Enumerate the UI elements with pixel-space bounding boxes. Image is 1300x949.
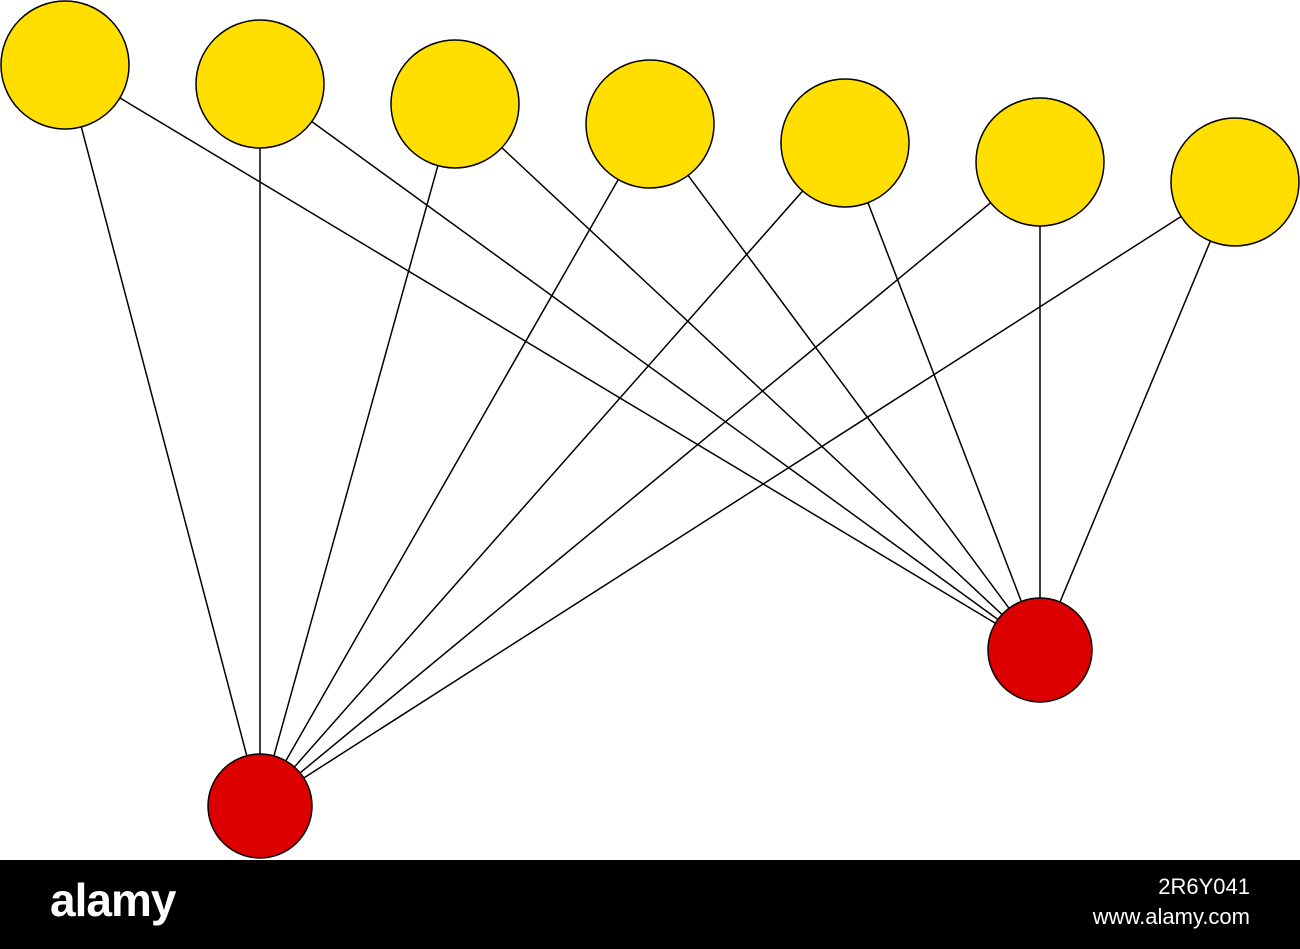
image-url: www.alamy.com xyxy=(1092,904,1250,929)
nodes xyxy=(0,0,1300,859)
edge-t7-b1 xyxy=(259,181,1236,807)
top-node-t5 xyxy=(780,78,910,208)
top-node-t3 xyxy=(390,39,520,169)
bottom-node-b1 xyxy=(207,753,313,859)
bottom-node-b2 xyxy=(987,597,1093,703)
top-node-t7 xyxy=(1170,117,1300,247)
edge-t4-b1 xyxy=(259,123,651,807)
top-node-t6 xyxy=(975,97,1105,227)
edge-t1-b2 xyxy=(64,64,1041,651)
edge-t7-b2 xyxy=(1039,181,1236,651)
edge-t3-b2 xyxy=(454,103,1041,651)
edge-t5-b1 xyxy=(259,142,846,807)
top-node-t4 xyxy=(585,59,715,189)
edge-t1-b1 xyxy=(64,64,261,807)
edge-t3-b1 xyxy=(259,103,456,807)
bipartite-graph-diagram xyxy=(0,0,1300,859)
top-node-t1 xyxy=(0,0,130,130)
watermark-bar: alamy 2R6Y041 www.alamy.com xyxy=(0,860,1300,949)
edge-t4-b2 xyxy=(649,123,1041,651)
brand-logo: alamy xyxy=(50,874,176,926)
image-id: 2R6Y041 xyxy=(1158,874,1250,899)
edge-t6-b1 xyxy=(259,161,1041,807)
edge-t5-b2 xyxy=(844,142,1041,651)
edge-t2-b2 xyxy=(259,83,1041,651)
edges xyxy=(64,64,1236,807)
top-node-t2 xyxy=(195,19,325,149)
